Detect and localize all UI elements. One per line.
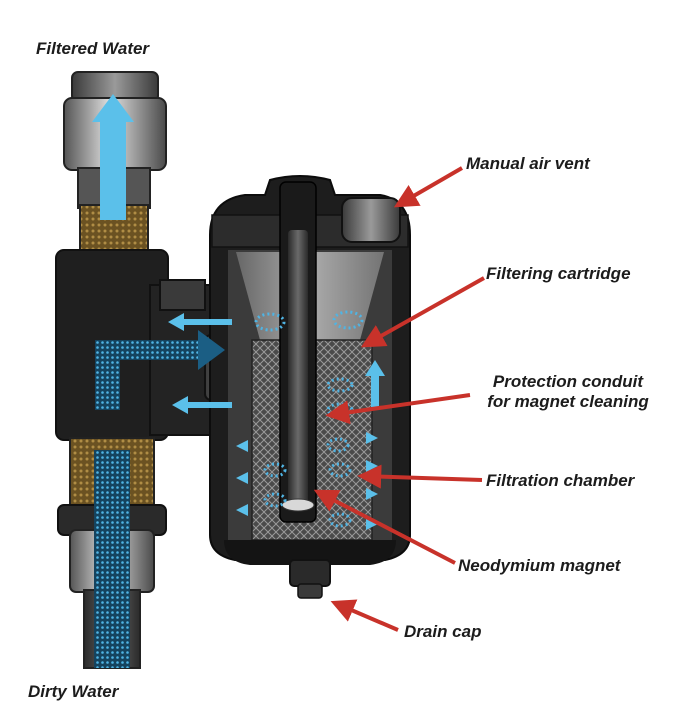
callout-magnet — [313, 489, 456, 565]
label-manual-air-vent: Manual air vent — [466, 154, 590, 173]
label-protection-conduit: Protection conduit for magnet cleaning — [468, 372, 668, 412]
callout-chamber — [357, 464, 483, 489]
label-protection-conduit-line2: for magnet cleaning — [487, 392, 649, 411]
filter-body — [209, 175, 411, 599]
label-neodymium-magnet: Neodymium magnet — [458, 556, 621, 575]
dirty-flow — [94, 330, 225, 668]
filtered-flow-arrow — [92, 94, 134, 220]
label-filtered-water: Filtered Water — [36, 39, 150, 58]
callout-arrows — [313, 166, 485, 632]
label-protection-conduit-line1: Protection conduit — [492, 372, 644, 391]
callout-drain — [330, 599, 399, 632]
label-filtering-cartridge: Filtering cartridge — [486, 264, 631, 283]
callout-cartridge — [360, 276, 485, 348]
label-filtration-chamber: Filtration chamber — [486, 471, 635, 490]
label-drain-cap: Drain cap — [404, 622, 482, 641]
label-dirty-water: Dirty Water — [28, 682, 119, 701]
callout-air-vent — [393, 166, 464, 208]
callout-conduit — [325, 393, 471, 425]
